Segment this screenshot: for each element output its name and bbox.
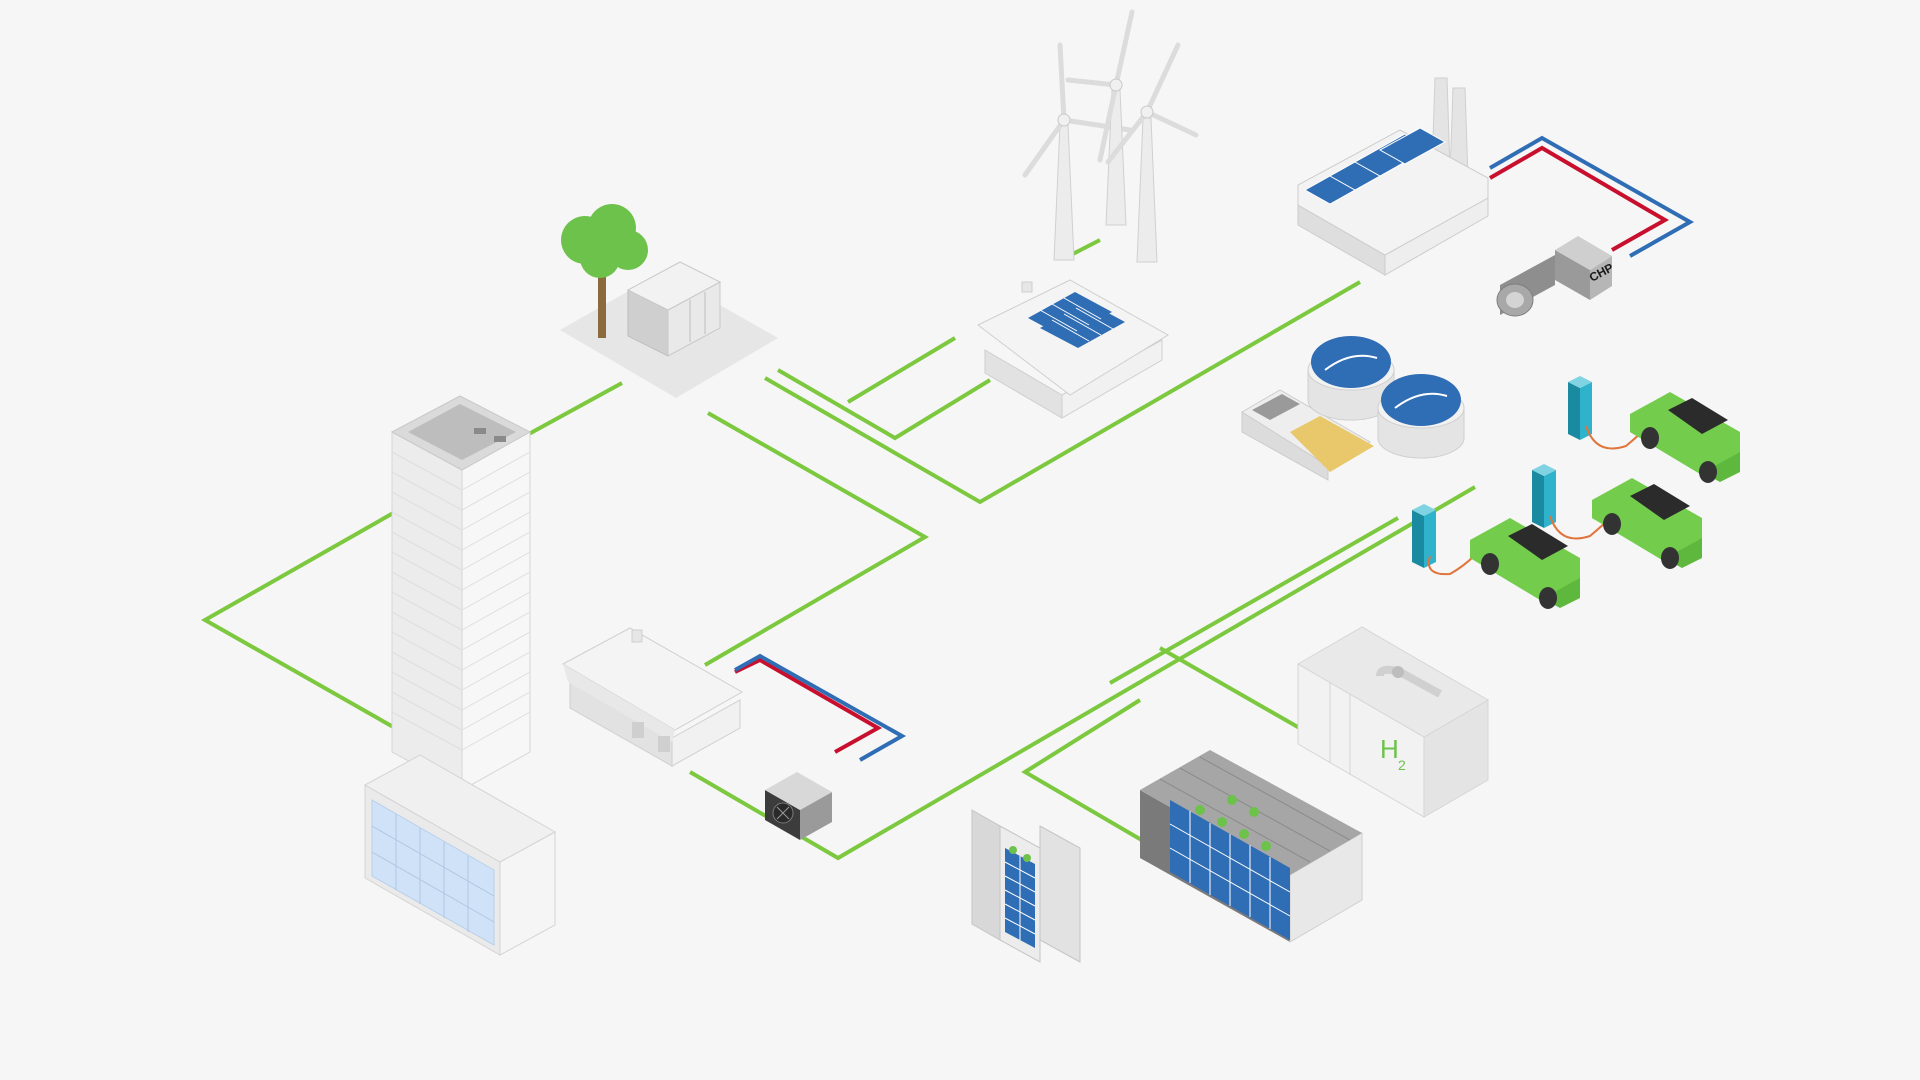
power-grid-lines [200, 238, 1477, 861]
grid-line-north-feeder [764, 280, 1362, 505]
factory-solar-icon [1297, 77, 1489, 276]
solar-house [977, 279, 1169, 419]
grid-line-solar-house-a [776, 368, 992, 441]
tree-icon [561, 204, 648, 338]
battery-cabinet-icon [971, 809, 1081, 963]
grid-line-ev [1109, 516, 1399, 685]
hydrogen-label: H [1380, 734, 1399, 764]
heat-pump-icon [765, 772, 832, 840]
hydrogen-label-subscript: 2 [1398, 757, 1406, 773]
transformer-station [560, 204, 778, 398]
grid-line-tower-substation [526, 381, 623, 437]
office-tower [363, 395, 557, 956]
grid-line-solar-house-b [846, 336, 957, 404]
ev-charging [1412, 376, 1740, 609]
chp-generator-icon: CHP [1496, 236, 1616, 317]
hydrogen-storage: H 2 [1297, 626, 1489, 818]
battery-container-icon [1140, 750, 1363, 943]
heat-pipes-house [734, 653, 907, 762]
battery-cabinet [971, 809, 1081, 963]
house-solar-icon [977, 279, 1169, 419]
grid-line-south-feeder [688, 485, 1477, 861]
house-heat-pump-icon [561, 627, 832, 840]
factory-solar-panels [1303, 127, 1447, 205]
grid-line-tower-loop [200, 510, 396, 730]
chp-unit: CHP [1496, 236, 1616, 317]
heat-pump-house [561, 627, 832, 840]
skyscraper-icon [363, 395, 557, 956]
heat-pipes-chp [1489, 135, 1695, 258]
battery-container [1140, 750, 1363, 943]
substation-icon [560, 204, 778, 398]
industrial-plant [1297, 77, 1489, 276]
wind-farm [1022, 9, 1199, 263]
electric-car-icon [1470, 392, 1740, 609]
biogas-plant [1241, 336, 1465, 481]
grid-line-center [703, 411, 930, 667]
wind-turbine-icon [1022, 9, 1199, 263]
hydrogen-tank-icon: H 2 [1297, 626, 1489, 818]
grid-line-hydrogen [1159, 646, 1311, 736]
grid-line-battery [1021, 698, 1152, 847]
biogas-tanks-icon [1241, 336, 1465, 481]
ev-charger-icon [1412, 376, 1592, 568]
